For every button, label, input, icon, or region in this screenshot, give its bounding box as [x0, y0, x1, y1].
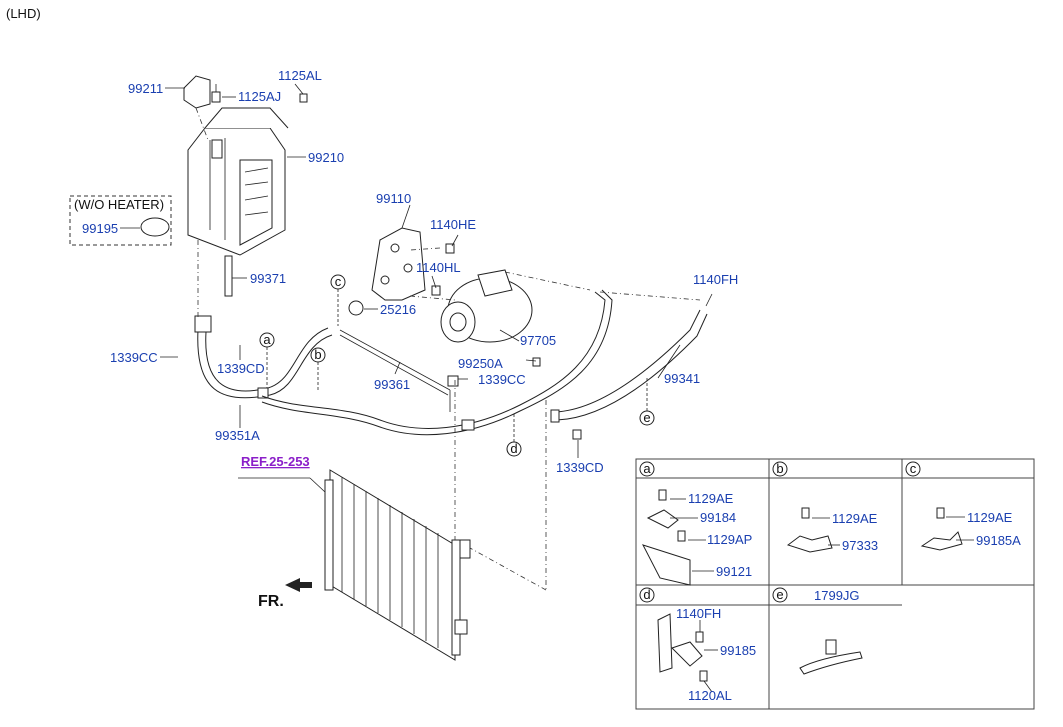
compressor-97705	[440, 269, 533, 343]
callout-b: b	[310, 347, 326, 390]
label-99210: 99210	[308, 150, 344, 165]
leader-lines	[120, 83, 713, 493]
label-1140HL: 1140HL	[416, 260, 461, 275]
bracket-99211	[183, 75, 211, 109]
compressor-bracket-99110	[371, 227, 426, 301]
label-99195: 99195	[82, 221, 118, 236]
svg-text:b: b	[314, 347, 321, 362]
svg-text:1140FH: 1140FH	[676, 606, 721, 621]
svg-text:a: a	[263, 332, 271, 347]
label-97705: 97705	[520, 333, 556, 348]
pulley-25216	[348, 300, 364, 316]
svg-text:1120AL: 1120AL	[688, 688, 732, 703]
label-1140HE: 1140HE	[430, 217, 476, 232]
callout-e: e	[639, 378, 655, 426]
svg-text:d: d	[643, 587, 650, 602]
label-1339CD-right: 1339CD	[556, 460, 604, 475]
detail-cell-a: a 1129AE 99184 1129AP 99121	[639, 461, 752, 586]
svg-text:99185: 99185	[720, 643, 756, 658]
svg-text:d: d	[510, 441, 517, 456]
svg-text:1129AE: 1129AE	[832, 511, 878, 526]
detail-cell-e: e 1799JG	[772, 587, 863, 675]
svg-text:1129AP: 1129AP	[707, 532, 752, 547]
label-1125AJ: 1125AJ	[238, 89, 281, 104]
evaporator-unit	[187, 107, 289, 256]
pipe-99361-rigid	[339, 329, 459, 412]
detail-cell-d: d 1140FH 99185 1120AL	[639, 587, 756, 703]
label-wo-heater: (W/O HEATER)	[74, 197, 164, 212]
svg-text:99185A: 99185A	[976, 533, 1021, 548]
label-1125AL: 1125AL	[278, 68, 322, 83]
front-label: FR.	[258, 593, 284, 610]
label-1339CD-left: 1339CD	[217, 361, 265, 376]
bolt-99250A	[532, 357, 541, 367]
bolt-1140HL	[431, 285, 441, 296]
svg-text:a: a	[643, 461, 651, 476]
detail-cell-b: b 1129AE 97333	[772, 461, 878, 553]
svg-text:99184: 99184	[700, 510, 736, 525]
label-99211: 99211	[128, 81, 163, 96]
bolt-1140HE	[445, 243, 455, 254]
pipe-99341	[550, 309, 708, 440]
variant-label: (LHD)	[6, 6, 41, 21]
front-arrow-icon	[285, 578, 312, 592]
svg-text:b: b	[776, 461, 783, 476]
label-1140FH: 1140FH	[693, 272, 738, 287]
label-1339CC-left: 1339CC	[110, 350, 158, 365]
wo-heater-box	[69, 195, 172, 246]
svg-text:e: e	[776, 587, 783, 602]
dash-lines	[195, 107, 701, 591]
condenser	[324, 469, 471, 661]
svg-text:97333: 97333	[842, 538, 878, 553]
label-25216: 25216	[380, 302, 416, 317]
svg-text:e: e	[643, 410, 650, 425]
svg-text:1129AE: 1129AE	[688, 491, 734, 506]
svg-text:1799JG: 1799JG	[814, 588, 860, 603]
drain-hose-99371	[224, 255, 233, 297]
label-99341: 99341	[664, 371, 700, 386]
label-99351A: 99351A	[215, 428, 260, 443]
label-99371: 99371	[250, 271, 286, 286]
hose-99361	[261, 289, 613, 436]
bolt-1125AL	[299, 93, 308, 103]
label-99110: 99110	[376, 191, 411, 206]
svg-text:c: c	[910, 461, 917, 476]
svg-text:1129AE: 1129AE	[967, 510, 1013, 525]
detail-cell-c: c 1129AE 99185A	[905, 461, 1021, 551]
svg-text:c: c	[335, 274, 342, 289]
hose-99351A	[194, 315, 333, 399]
detail-table	[635, 458, 1035, 710]
svg-text:99121: 99121	[716, 564, 752, 579]
ref-link[interactable]: REF.25-253	[241, 454, 310, 469]
callout-c: c	[330, 274, 346, 326]
callout-d: d	[506, 412, 522, 457]
label-99361: 99361	[374, 377, 410, 392]
label-99250A: 99250A	[458, 356, 503, 371]
callout-a: a	[259, 332, 275, 388]
cap-99195	[140, 217, 170, 237]
bolt-1125AJ	[211, 84, 221, 103]
label-1339CC-mid: 1339CC	[478, 372, 526, 387]
